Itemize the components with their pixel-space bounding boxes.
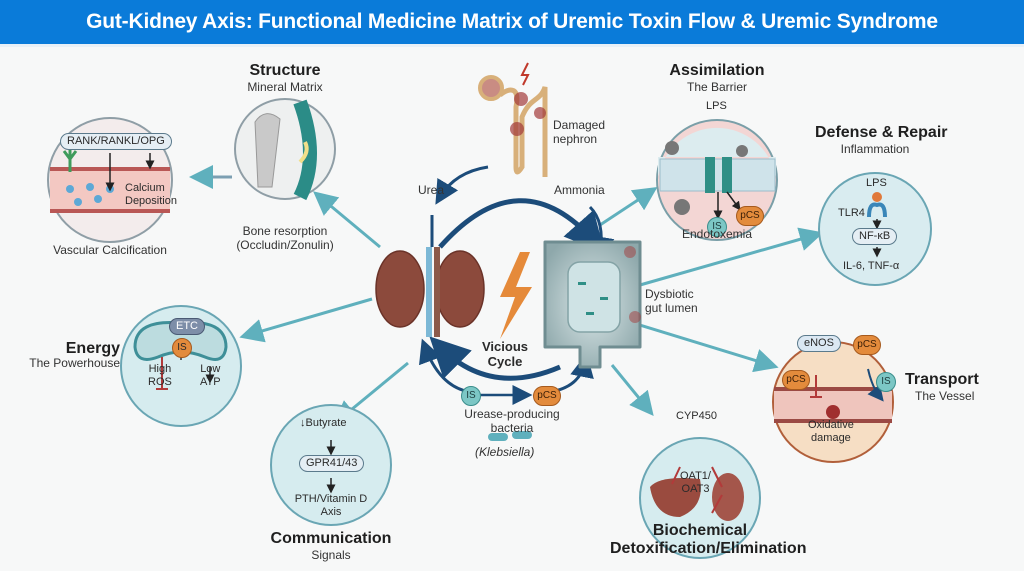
energy-title: Energy: [65, 340, 120, 357]
etc-pill: ETC: [169, 318, 205, 335]
defense-title: Defense & Repair: [815, 124, 948, 141]
ammonia-label: Ammonia: [554, 183, 605, 197]
damaged-nephron-label: Damaged nephron: [553, 118, 606, 146]
assimilation-subtitle: The Barrier: [686, 80, 748, 94]
urease-bacteria-label: Urease-producing bacteria: [464, 407, 560, 435]
radial-arrows: [189, 165, 824, 425]
assimilation-pcs-badge: pCS: [736, 206, 764, 226]
arrow-to-transport: [629, 320, 779, 373]
tlr4-label: TLR4: [838, 207, 865, 219]
cyp450-label: CYP450: [676, 410, 717, 422]
nephron-illustration: [478, 62, 548, 177]
communication-title: Communication: [270, 530, 392, 547]
transport-title: Transport: [905, 371, 979, 388]
structure-title: Structure: [249, 62, 321, 79]
bone-resorption-caption: Bone resorption (Occludin/Zonulin): [236, 224, 334, 252]
gpr41-43-pill: GPR41/43: [299, 455, 365, 472]
assimilation-title: Assimilation: [669, 62, 765, 79]
transport-is-badge: IS: [876, 372, 896, 392]
transport-pcs-top-badge: pCS: [853, 335, 881, 355]
arrow-to-energy: [239, 297, 373, 343]
transport-subtitle: The Vessel: [915, 389, 975, 403]
pth-vitamin-d-label: PTH/Vitamin D Axis: [294, 493, 368, 518]
calcium-deposition-label: Calcium Deposition: [125, 182, 177, 207]
gut-illustration: [543, 240, 642, 369]
diagram-title: Gut-Kidney Axis: Functional Medicine Mat…: [86, 10, 938, 33]
defense-lps-label: LPS: [866, 177, 887, 189]
energy-is-badge: IS: [172, 338, 192, 358]
oxidative-damage-label: Oxidative damage: [808, 419, 854, 444]
high-ros-label: High ROS: [148, 363, 172, 388]
defense-subtitle: Inflammation: [840, 142, 910, 156]
pcs-badge: pCS: [533, 386, 561, 406]
vascular-calcification-caption: Vascular Calcification: [53, 243, 167, 257]
arrow-to-defense: [639, 227, 824, 287]
klebsiella-bacteria-icon: [488, 431, 532, 441]
energy-subtitle: The Powerhouse: [29, 356, 120, 370]
il6-tnf-label: IL-6, TNF-α: [843, 260, 900, 272]
urea-label: Urea: [418, 183, 445, 197]
low-atp-label: Low ATP: [200, 363, 221, 388]
vicious-cycle-label: Vicious Cycle: [482, 339, 529, 369]
arrow-gut-to-kidney-bottom: [429, 336, 561, 381]
arrow-to-detox: [610, 364, 654, 416]
transport-pcs-left-badge: pCS: [782, 370, 810, 390]
oat1-oat3-label: OAT1/ OAT3: [680, 470, 711, 495]
endotoxemia-caption: Endotoxemia: [681, 227, 753, 241]
enos-pill: eNOS: [797, 335, 841, 352]
is-badge: IS: [461, 386, 481, 406]
arrow-to-structure: [313, 191, 381, 249]
rank-pill: RANK/RANKL/OPG: [60, 133, 172, 150]
nf-kb-pill: NF-κB: [852, 228, 898, 245]
lightning-bolt-icon: [500, 252, 532, 339]
structure-circle: [234, 98, 336, 201]
assimilation-is-badge: IS: [707, 217, 727, 237]
structure-subtitle: Mineral Matrix: [247, 80, 323, 94]
arrow-nephron-to-urea: [435, 165, 489, 205]
title-bar: Gut-Kidney Axis: Functional Medicine Mat…: [0, 0, 1024, 47]
communication-subtitle: Signals: [311, 548, 351, 562]
detox-title: Biochemical Detoxification/Elimination: [610, 522, 807, 557]
detox-circle: [639, 437, 761, 559]
kidneys-illustration: [375, 247, 485, 337]
arrow-to-assimilation: [599, 187, 658, 227]
klebsiella-label: (Klebsiella): [475, 445, 535, 459]
dysbiotic-gut-label: Dysbiotic gut lumen: [645, 287, 698, 315]
butyrate-label: ↓Butyrate: [300, 417, 347, 429]
arrow-kidney-to-gut-top: [438, 198, 605, 254]
assimilation-lps-label: LPS: [706, 100, 727, 112]
